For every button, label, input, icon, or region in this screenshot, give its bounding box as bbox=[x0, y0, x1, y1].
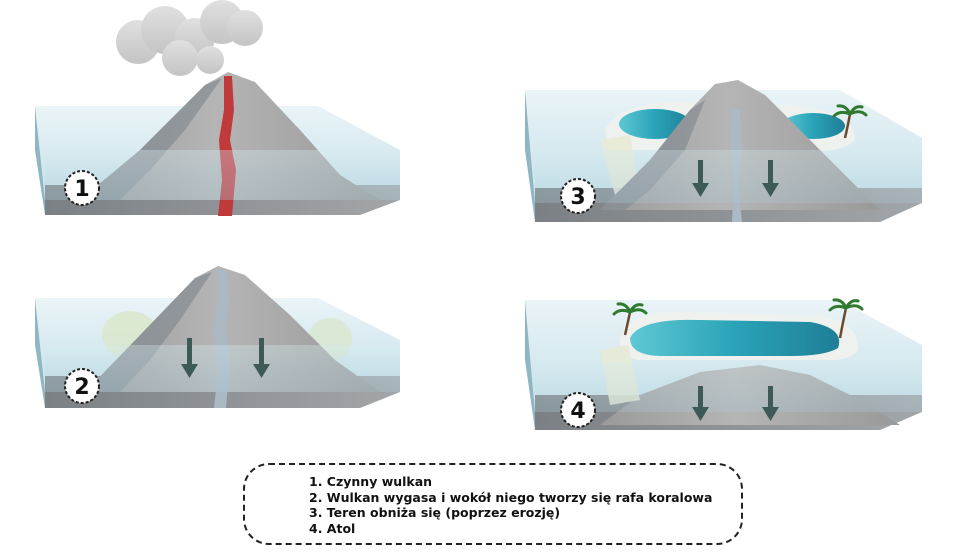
panel-2-extinct-volcano-reef: 2 bbox=[35, 266, 400, 408]
down-arrow-icon bbox=[692, 160, 709, 197]
down-arrow-icon bbox=[692, 386, 709, 421]
panel-4-number: 4 bbox=[570, 399, 585, 424]
down-arrow-icon bbox=[253, 338, 270, 378]
panel-1-number: 1 bbox=[74, 177, 89, 202]
down-arrow-icon bbox=[762, 386, 779, 421]
palm-tree-icon bbox=[828, 298, 864, 339]
legend-item: 1. Czynny wulkan bbox=[309, 474, 433, 489]
palm-tree-icon bbox=[612, 302, 648, 336]
palm-tree-icon bbox=[832, 104, 868, 139]
panel-4-atoll: 4 bbox=[525, 298, 922, 430]
panel-3-badge: 3 bbox=[560, 178, 596, 214]
panel-3-number: 3 bbox=[570, 185, 585, 210]
legend-list: 1. Czynny wulkan 2. Wulkan wygasa i wokó… bbox=[309, 474, 712, 536]
legend-item: 3. Teren obniża się (poprzez erozję) bbox=[309, 505, 561, 520]
down-arrow-icon bbox=[181, 338, 198, 378]
panel-3-subsidence: 3 bbox=[525, 80, 922, 222]
legend-box: 1. Czynny wulkan 2. Wulkan wygasa i wokó… bbox=[243, 463, 743, 545]
panel-2-number: 2 bbox=[74, 375, 89, 400]
down-arrow-icon bbox=[762, 160, 779, 197]
panel-2-badge: 2 bbox=[64, 368, 100, 404]
panel-4-badge: 4 bbox=[560, 392, 596, 428]
legend-item: 4. Atol bbox=[309, 520, 356, 536]
legend-item: 2. Wulkan wygasa i wokół niego tworzy si… bbox=[309, 489, 713, 505]
panel-1-badge: 1 bbox=[64, 170, 100, 206]
panel-1-active-volcano: 1 bbox=[35, 0, 400, 216]
smoke-cloud-icon bbox=[116, 0, 263, 76]
